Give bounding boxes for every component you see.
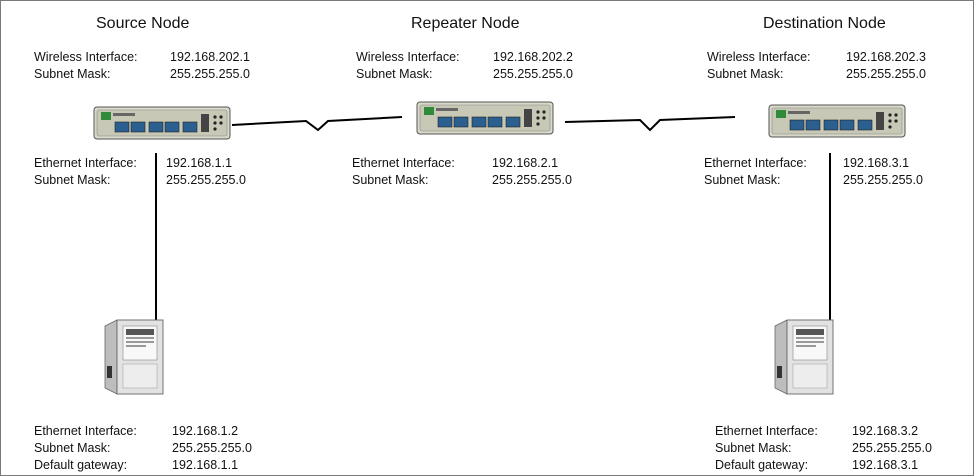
source-wireless-label: Wireless Interface: <box>34 50 138 64</box>
source-node-title: Source Node <box>96 15 190 32</box>
left-meter-device <box>104 319 164 395</box>
left-meter-ethernet-label: Ethernet Interface: <box>34 424 137 438</box>
source-router-device <box>93 106 231 140</box>
repeater-wireless-ip: 192.168.202.2 <box>493 50 573 64</box>
left-meter-ethernet-ip: 192.168.1.2 <box>172 424 239 438</box>
destination-wireless-label: Wireless Interface: <box>707 50 811 64</box>
left-meter-mask-label: Subnet Mask: <box>34 441 111 455</box>
destination-router-device <box>768 104 906 138</box>
repeater-wireless-mask-label: Subnet Mask: <box>356 67 433 81</box>
left-meter-gateway: 192.168.1.1 <box>172 458 239 472</box>
source-ethernet-ip: 192.168.1.1 <box>166 156 233 170</box>
right-meter-gateway-label: Default gateway: <box>715 458 809 472</box>
right-meter-gateway: 192.168.3.1 <box>852 458 919 472</box>
left-meter-gateway-label: Default gateway: <box>34 458 128 472</box>
right-meter-ethernet-ip: 192.168.3.2 <box>852 424 919 438</box>
repeater-router-device <box>416 101 554 135</box>
source-wireless-mask: 255.255.255.0 <box>170 67 250 81</box>
repeater-ethernet-mask-label: Subnet Mask: <box>352 173 429 187</box>
destination-node-title: Destination Node <box>763 15 886 32</box>
repeater-ethernet-label: Ethernet Interface: <box>352 156 455 170</box>
destination-ethernet-ip: 192.168.3.1 <box>843 156 910 170</box>
right-meter-mask: 255.255.255.0 <box>852 441 932 455</box>
source-wireless-mask-label: Subnet Mask: <box>34 67 111 81</box>
wireless-link-repeater-destination <box>564 116 736 132</box>
destination-wireless-mask: 255.255.255.0 <box>846 67 926 81</box>
repeater-ethernet-mask: 255.255.255.0 <box>492 173 572 187</box>
destination-ethernet-mask-label: Subnet Mask: <box>704 173 781 187</box>
source-wireless-ip: 192.168.202.1 <box>170 50 250 64</box>
right-meter-device <box>774 319 834 395</box>
right-meter-ethernet-label: Ethernet Interface: <box>715 424 818 438</box>
repeater-wireless-label: Wireless Interface: <box>356 50 460 64</box>
repeater-node-title: Repeater Node <box>411 15 520 32</box>
wireless-link-source-repeater <box>231 116 403 132</box>
source-ethernet-mask: 255.255.255.0 <box>166 173 246 187</box>
right-meter-mask-label: Subnet Mask: <box>715 441 792 455</box>
source-ethernet-label: Ethernet Interface: <box>34 156 137 170</box>
destination-wireless-mask-label: Subnet Mask: <box>707 67 784 81</box>
source-ethernet-mask-label: Subnet Mask: <box>34 173 111 187</box>
repeater-ethernet-ip: 192.168.2.1 <box>492 156 559 170</box>
destination-ethernet-label: Ethernet Interface: <box>704 156 807 170</box>
destination-ethernet-mask: 255.255.255.0 <box>843 173 923 187</box>
left-meter-mask: 255.255.255.0 <box>172 441 252 455</box>
repeater-wireless-mask: 255.255.255.0 <box>493 67 573 81</box>
destination-wireless-ip: 192.168.202.3 <box>846 50 926 64</box>
